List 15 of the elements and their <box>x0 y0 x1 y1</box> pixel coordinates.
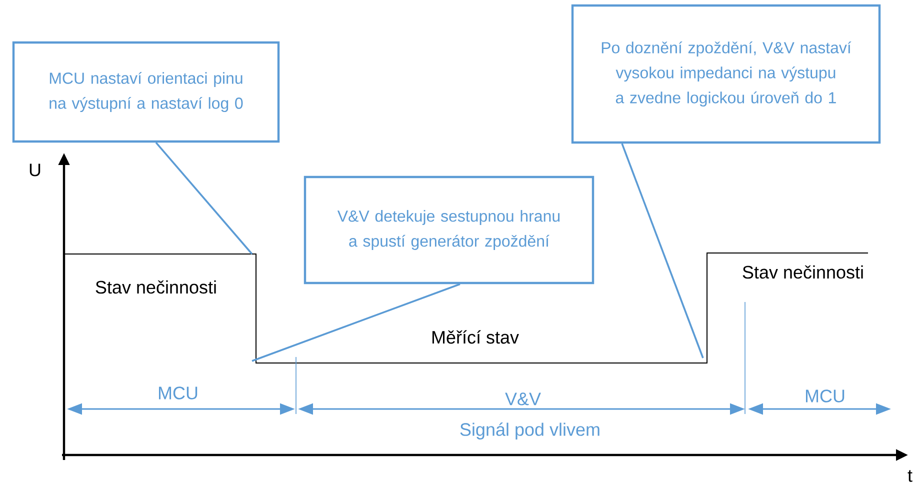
leader-line <box>621 143 704 358</box>
text-label: Signál pod vlivem <box>460 422 600 440</box>
callout-box: Po doznění zpoždění, V&V nastaví vysokou impedanci na výstupu a zvedne logickou úroveň do 1 <box>571 4 881 144</box>
axis-label: t <box>908 470 912 482</box>
text-label: MCU <box>158 386 198 400</box>
callout-box: MCU nastaví orientaci pinu na výstupní a nastaví log 0 <box>12 41 280 143</box>
text-label: Stav nečinnosti <box>742 265 863 279</box>
leader-line <box>155 142 253 255</box>
text-label: MCU <box>806 390 844 402</box>
text-label: Měřící stav <box>432 330 519 344</box>
callout-box: V&V detekuje sestupnou hranu a spustí generátor zpoždění <box>304 176 594 284</box>
leader-line <box>252 283 460 362</box>
text-label: Stav nečinnosti <box>96 280 216 294</box>
axis-label: U <box>30 164 40 176</box>
text-label: V&V <box>505 392 541 406</box>
